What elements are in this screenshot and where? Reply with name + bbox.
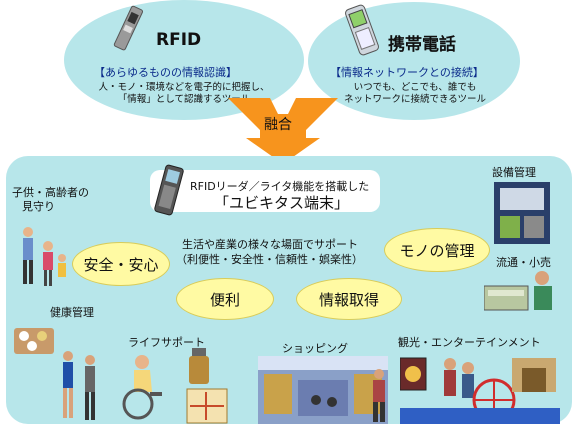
cloud-convenience-label: 便利 [209, 290, 240, 309]
map-sheet-illustration [186, 388, 228, 424]
mobile-phone-icon [345, 4, 379, 56]
mobile-title: 携帯電話 [388, 35, 456, 55]
rfid-title: RFID [156, 30, 202, 50]
scene-child-elderly-line1: 子供・高齢者の [12, 186, 89, 199]
terminal-box [150, 170, 380, 212]
scene-shopping: ショッピング [282, 342, 348, 355]
rfid-desc-line2: 「情報」として認識するツール [117, 94, 251, 105]
shopping-mall-illustration [258, 356, 388, 424]
fusion-arrow [228, 98, 338, 164]
cloud-safety: 安全・安心 [72, 242, 170, 286]
cloud-convenience: 便利 [176, 278, 274, 320]
retail-clerk-illustration [484, 271, 552, 311]
meal-tray-illustration [14, 328, 54, 354]
tourism-illustration [400, 357, 560, 424]
mobile-desc-line1: いつでも、どこでも、誰でも [353, 82, 477, 93]
handheld-terminal-icon [154, 164, 184, 216]
rfid-subtitle: 【あらゆるものの情報認識】 [94, 66, 237, 79]
mobile-ellipse [308, 2, 520, 120]
terminal-line2: 「ユビキタス端末」 [214, 194, 350, 212]
scene-life: ライフサポート [128, 336, 205, 349]
scene-child-elderly-line2: 見守り [22, 200, 55, 213]
shopper-illustration [373, 369, 385, 422]
family-walking-illustration [23, 227, 66, 286]
scene-retail: 流通・小売 [496, 256, 551, 269]
cloud-info: 情報取得 [296, 278, 402, 320]
wheelchair-illustration [122, 355, 162, 420]
scene-facility: 設備管理 [492, 166, 536, 179]
rfid-tag-icon [113, 5, 144, 51]
terminal-line1: RFIDリーダ／ライタ機能を搭載した [190, 180, 370, 193]
medicine-bottle-illustration [189, 348, 209, 384]
fusion-label: 融合 [264, 117, 292, 133]
support-line1: 生活や産業の様々な場面でサポート [182, 238, 358, 251]
scene-health: 健康管理 [50, 306, 94, 319]
factory-equipment-illustration [494, 182, 550, 244]
cloud-info-label: 情報取得 [318, 290, 379, 309]
scene-tourism: 観光・エンターテインメント [398, 336, 541, 349]
cloud-things: モノの管理 [384, 228, 490, 272]
cloud-things-label: モノの管理 [399, 241, 475, 260]
mobile-desc-line2: ネットワークに接続できるツール [343, 94, 487, 105]
swimmers-illustration [63, 351, 95, 420]
mobile-subtitle: 【情報ネットワークとの接続】 [330, 66, 484, 79]
cloud-safety-label: 安全・安心 [83, 255, 159, 274]
rfid-desc-line1: 人・モノ・環境などを電子的に把握し、 [98, 82, 270, 93]
support-line2: （利便性・安全性・信頼性・娯楽性） [176, 253, 363, 266]
